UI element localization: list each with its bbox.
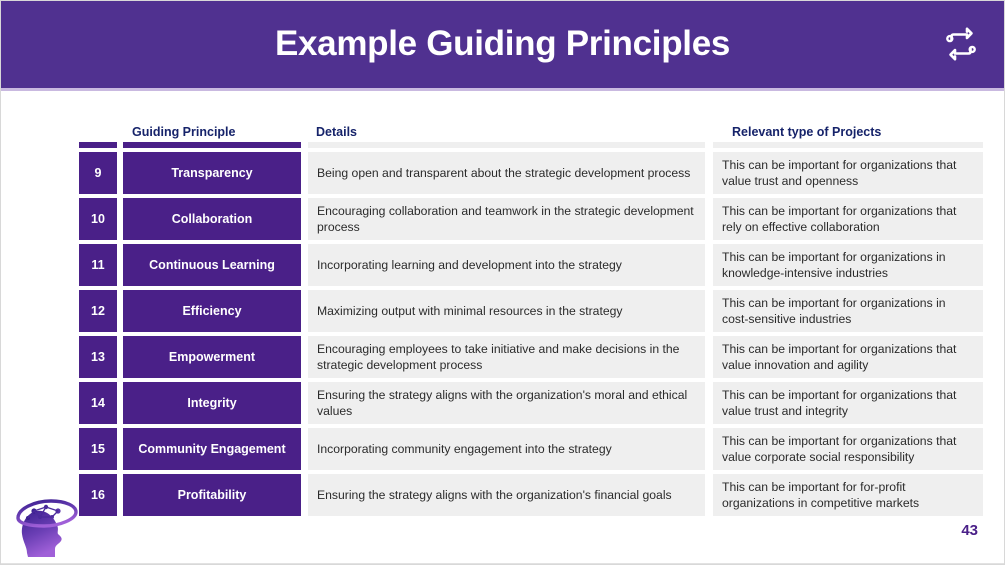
accent-principle-column — [123, 142, 301, 148]
principle-details-cell: Incorporating community engagement into … — [308, 428, 705, 470]
principle-name-cell: Community Engagement — [123, 428, 301, 470]
row-number-cell: 16 — [79, 474, 117, 516]
relevant-projects-cell: This can be important for for-profit org… — [713, 474, 983, 516]
brain-network-head-logo — [6, 487, 82, 559]
table-column-headers: Guiding Principle Details Relevant type … — [79, 117, 983, 139]
principle-name-cell: Collaboration — [123, 198, 301, 240]
row-number-cell: 11 — [79, 244, 117, 286]
accent-details-column — [308, 142, 705, 148]
relevant-projects-cell: This can be important for organizations … — [713, 244, 983, 286]
principle-details-cell: Ensuring the strategy aligns with the or… — [308, 474, 705, 516]
row-number-cell: 13 — [79, 336, 117, 378]
row-number-cell: 9 — [79, 152, 117, 194]
principles-table: Guiding Principle Details Relevant type … — [79, 117, 983, 516]
column-header-projects: Relevant type of Projects — [732, 125, 882, 139]
row-number-cell: 10 — [79, 198, 117, 240]
accent-projects-column — [713, 142, 983, 148]
recycle-loop-icon — [939, 22, 983, 66]
principle-details-cell: Incorporating learning and development i… — [308, 244, 705, 286]
principle-details-cell: Ensuring the strategy aligns with the or… — [308, 382, 705, 424]
principle-details-cell: Being open and transparent about the str… — [308, 152, 705, 194]
relevant-projects-cell: This can be important for organizations … — [713, 336, 983, 378]
relevant-projects-cell: This can be important for organizations … — [713, 382, 983, 424]
principle-details-cell: Encouraging employees to take initiative… — [308, 336, 705, 378]
principle-name-cell: Transparency — [123, 152, 301, 194]
relevant-projects-cell: This can be important for organizations … — [713, 198, 983, 240]
principle-name-cell: Efficiency — [123, 290, 301, 332]
row-number-cell: 14 — [79, 382, 117, 424]
row-number-cell: 15 — [79, 428, 117, 470]
principle-name-cell: Empowerment — [123, 336, 301, 378]
banner-divider — [0, 88, 1005, 91]
page-title: Example Guiding Principles — [274, 24, 731, 63]
relevant-projects-cell: This can be important for organizations … — [713, 290, 983, 332]
column-header-details: Details — [316, 125, 357, 139]
principle-name-cell: Continuous Learning — [123, 244, 301, 286]
accent-number-column — [79, 142, 117, 148]
principle-details-cell: Encouraging collaboration and teamwork i… — [308, 198, 705, 240]
header-banner — [0, 0, 1005, 88]
principle-name-cell: Profitability — [123, 474, 301, 516]
relevant-projects-cell: This can be important for organizations … — [713, 428, 983, 470]
principle-details-cell: Maximizing output with minimal resources… — [308, 290, 705, 332]
row-number-cell: 12 — [79, 290, 117, 332]
column-header-principle: Guiding Principle — [132, 125, 236, 139]
relevant-projects-cell: This can be important for organizations … — [713, 152, 983, 194]
table-accent-strip — [79, 142, 983, 148]
page-number: 43 — [961, 522, 978, 539]
principle-name-cell: Integrity — [123, 382, 301, 424]
